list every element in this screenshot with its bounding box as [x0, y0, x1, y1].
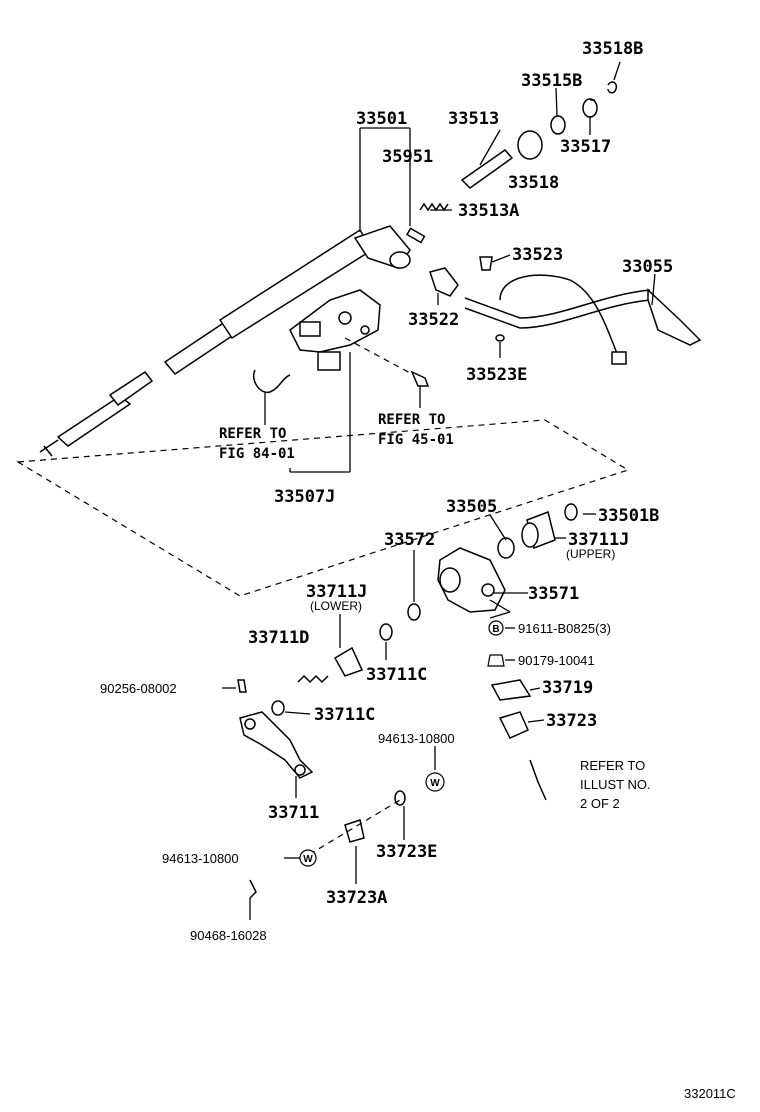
- label-33518B: 33518B: [582, 39, 643, 59]
- steering-column-tube: [39, 225, 411, 457]
- clip-90468: [249, 879, 257, 899]
- pin-90256: [237, 679, 247, 693]
- label-33571: 33571: [528, 584, 579, 604]
- washer-33711C-a: [379, 623, 393, 641]
- label-33711C-a: 33711C: [366, 665, 427, 685]
- column-bracket: [289, 289, 381, 371]
- illust-note-line2: ILLUST NO.: [580, 777, 651, 792]
- clip-33523E: [495, 334, 505, 342]
- label-94613-a: 94613-10800: [378, 731, 455, 746]
- clip-33518B: [607, 81, 618, 94]
- label-94613-b: 94613-10800: [162, 851, 239, 866]
- spring-33513A: [419, 202, 449, 212]
- label-33507J: 33507J: [274, 487, 335, 507]
- label-35951: 35951: [382, 147, 433, 167]
- leader-lines: [222, 61, 656, 920]
- label-33513A: 33513A: [458, 201, 519, 221]
- bushing-33518: [517, 130, 543, 160]
- nut-symbol: [487, 654, 505, 667]
- label-33723: 33723: [546, 711, 597, 731]
- bushing-33711J-lower: [333, 646, 364, 677]
- label-33501B: 33501B: [598, 506, 659, 526]
- ring-33723E: [394, 790, 406, 806]
- column-screw: [410, 370, 430, 387]
- ring-33572: [407, 603, 421, 621]
- shift-lever-33055: [464, 274, 702, 365]
- label-33711: 33711: [268, 803, 319, 823]
- bracket-33723: [498, 711, 529, 739]
- bushing-33711J-upper: [521, 510, 556, 550]
- plate-33719: [490, 679, 532, 701]
- wire-harness: [253, 369, 291, 394]
- svg-text:B: B: [492, 624, 499, 635]
- illust-note-line1: REFER TO: [580, 758, 645, 773]
- bolt-33523: [479, 256, 493, 271]
- note-lower: (LOWER): [310, 599, 362, 613]
- key-35951: [406, 227, 426, 244]
- housing-33571: [437, 547, 506, 613]
- washer-33501B: [564, 503, 578, 521]
- refer-45-line2: FIG 45-01: [378, 432, 454, 448]
- label-90468: 90468-16028: [190, 928, 267, 943]
- lever-33711: [239, 711, 314, 779]
- refer-84-line1: REFER TO: [219, 426, 286, 442]
- dashed-boundary: [16, 419, 630, 597]
- refer-84-line2: FIG 84-01: [219, 446, 295, 462]
- label-90179: 90179-10041: [518, 653, 595, 668]
- note-upper: (UPPER): [566, 547, 615, 561]
- label-33055: 33055: [622, 257, 673, 277]
- ring-33517: [582, 98, 598, 118]
- svg-text:W: W: [303, 854, 313, 865]
- label-33505: 33505: [446, 497, 497, 517]
- label-33711C-b: 33711C: [314, 705, 375, 725]
- washer-33711C-b: [271, 700, 285, 716]
- refer-45-line1: REFER TO: [378, 412, 445, 428]
- label-33518: 33518: [508, 173, 559, 193]
- washer-33515B: [550, 115, 566, 135]
- label-33711D: 33711D: [248, 628, 309, 648]
- label-33501: 33501: [356, 109, 407, 129]
- label-90256: 90256-08002: [100, 681, 177, 696]
- cable-end: [529, 759, 547, 801]
- label-33723E: 33723E: [376, 842, 437, 862]
- part-33522: [429, 267, 459, 297]
- figure-code: 332011C: [684, 1086, 736, 1101]
- label-33522: 33522: [408, 310, 459, 330]
- svg-text:W: W: [430, 778, 440, 789]
- bushing-33723A: [344, 819, 365, 843]
- label-33572: 33572: [384, 530, 435, 550]
- label-91611: 91611-B0825(3): [518, 621, 611, 636]
- spring-33711D: [297, 674, 329, 684]
- label-33723A: 33723A: [326, 888, 387, 908]
- label-33515B: 33515B: [521, 71, 582, 91]
- label-33513: 33513: [448, 109, 499, 129]
- washer-symbol-a: W: [425, 772, 445, 792]
- label-33523: 33523: [512, 245, 563, 265]
- label-33711J-upper: 33711J: [568, 530, 629, 550]
- label-33523E: 33523E: [466, 365, 527, 385]
- label-33517: 33517: [560, 137, 611, 157]
- illust-note-line3: 2 OF 2: [580, 796, 620, 811]
- pin-33513: [460, 149, 514, 189]
- bolt-symbol: B: [488, 620, 504, 636]
- washer-symbol-b: W: [299, 849, 317, 867]
- label-33719: 33719: [542, 678, 593, 698]
- label-33711J-lower: 33711J: [306, 582, 367, 602]
- ring-33505: [497, 537, 515, 559]
